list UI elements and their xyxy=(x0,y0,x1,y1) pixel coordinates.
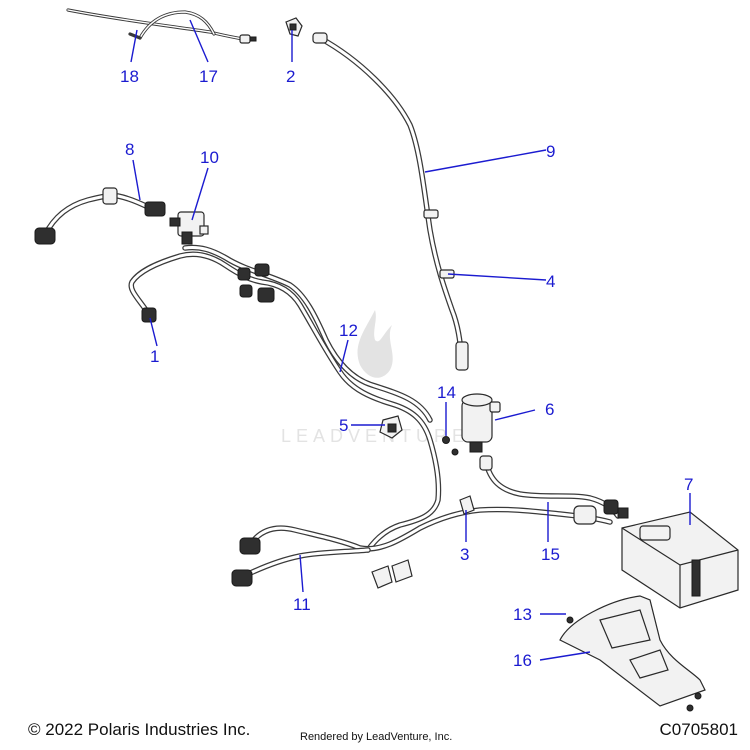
callout-14: 14 xyxy=(437,383,456,402)
callout-8: 8 xyxy=(125,140,134,159)
part-17-18-vent-tube xyxy=(66,8,257,44)
callout-labels: 18 17 2 9 4 8 10 1 12 5 14 6 7 3 15 11 1… xyxy=(120,67,693,670)
part-10-valve xyxy=(169,211,209,245)
callout-10: 10 xyxy=(200,148,219,167)
callout-12: 12 xyxy=(339,321,358,340)
part-8-fuel-line xyxy=(34,187,166,245)
part-6-solenoid xyxy=(461,393,501,453)
part-3-clips xyxy=(371,495,475,589)
diagram-code: C0705801 xyxy=(659,720,738,739)
copyright-text: © 2022 Polaris Industries Inc. xyxy=(28,720,251,739)
callout-6: 6 xyxy=(545,400,554,419)
part-7-canister xyxy=(621,511,739,609)
part-14-screw xyxy=(442,436,459,456)
callout-4: 4 xyxy=(546,272,555,291)
watermark-text: LEADVENTURE xyxy=(281,426,469,446)
part-12-main-hose xyxy=(128,244,442,553)
watermark: LEADVENTURE xyxy=(281,310,469,446)
part-16-bracket xyxy=(559,595,706,712)
callout-2: 2 xyxy=(286,67,295,86)
callout-1: 1 xyxy=(150,347,159,366)
callout-9: 9 xyxy=(546,142,555,161)
callout-15: 15 xyxy=(541,545,560,564)
part-9-vent-hose xyxy=(312,32,469,371)
callout-18: 18 xyxy=(120,67,139,86)
callout-16: 16 xyxy=(513,651,532,670)
callout-5: 5 xyxy=(339,416,348,435)
part-5-clip xyxy=(379,415,403,439)
callout-17: 17 xyxy=(199,67,218,86)
callout-3: 3 xyxy=(460,545,469,564)
callout-11: 11 xyxy=(293,595,311,614)
part-15-hose xyxy=(479,455,629,525)
callout-7: 7 xyxy=(684,475,693,494)
rendered-by-text: Rendered by LeadVenture, Inc. xyxy=(300,731,453,743)
callout-13: 13 xyxy=(513,605,532,624)
part-2-clip xyxy=(285,17,303,37)
leader-lines xyxy=(130,19,691,661)
